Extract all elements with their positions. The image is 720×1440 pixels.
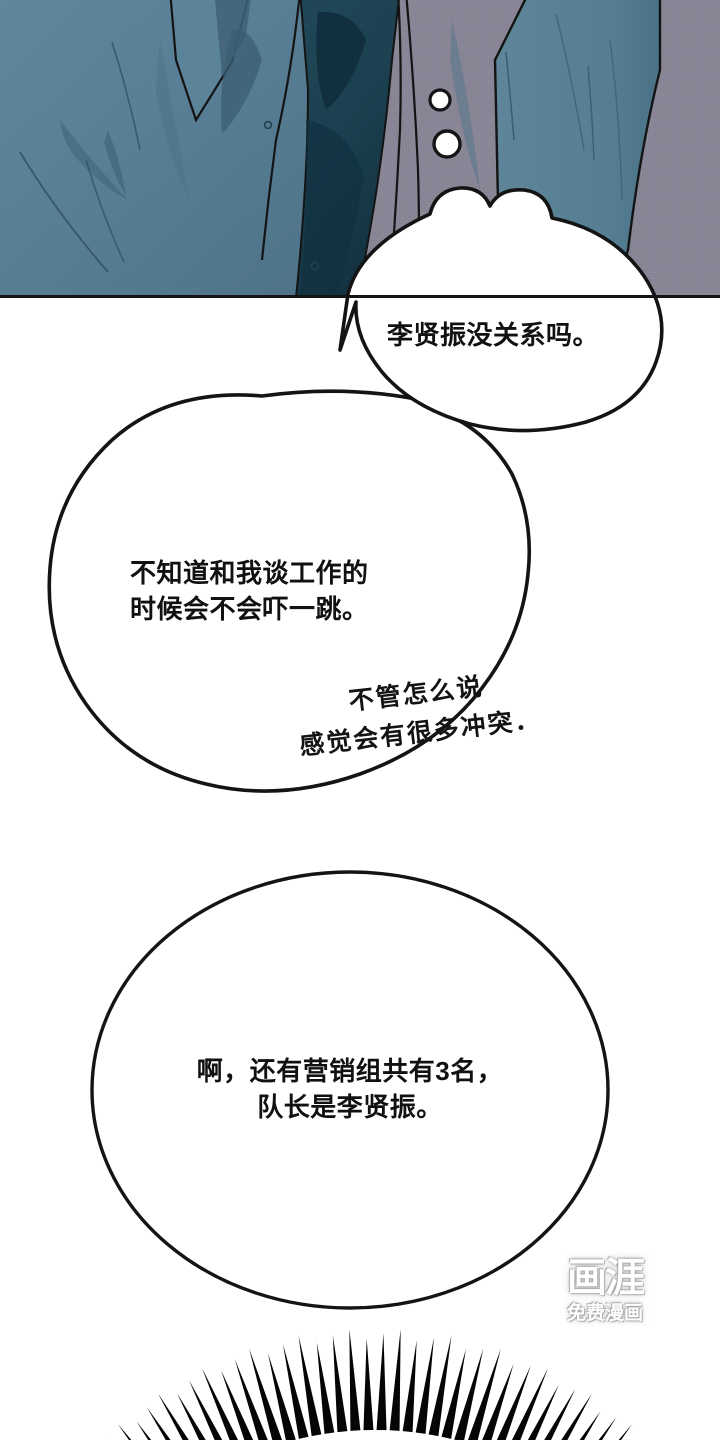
speech-bubble-1-shape	[338, 186, 664, 433]
emanata-spike	[267, 1353, 296, 1440]
emanata-spike	[389, 1330, 401, 1431]
speech-bubble-1-text: 李贤振没关系吗。	[386, 320, 599, 350]
emanata-spike	[454, 1348, 484, 1440]
inner-garment-shadow-2	[300, 120, 364, 298]
emanata-spikes	[108, 1330, 633, 1440]
speech-bubble-2-text: 不知道和我谈工作的 时候会不会吓一跳。	[130, 558, 369, 624]
emanata-spike	[201, 1368, 239, 1440]
shirt-button-1	[428, 88, 452, 112]
fold-shade-4	[221, 29, 262, 135]
panel-artwork	[0, 0, 720, 298]
emanata-spike	[511, 1368, 549, 1440]
speech-bubble-3-shape	[90, 870, 610, 1310]
speech-bubble-1	[300, 180, 680, 433]
emanata-spike	[316, 1342, 335, 1434]
comic-art-panel	[0, 0, 720, 298]
emanata-spike	[579, 1411, 601, 1440]
fold-line-2	[85, 159, 125, 263]
emanata-spike	[349, 1330, 361, 1431]
fold-shade-2	[104, 130, 126, 196]
emanata-spike	[189, 1380, 223, 1440]
fold-shade-3	[156, 40, 190, 200]
watermark-subtitle: 免费漫画	[566, 1302, 643, 1324]
emanata-spike	[298, 1335, 322, 1437]
shirt-button-2	[432, 129, 462, 159]
watermark-logo: 画涯	[567, 1255, 645, 1301]
site-watermark: 画涯 免费漫画	[540, 1258, 670, 1348]
emanata-spike	[376, 1333, 387, 1431]
emanata-spike	[428, 1335, 452, 1437]
shirt-button-small-2	[310, 261, 320, 271]
fold-line-4	[505, 51, 515, 141]
emanata-spike	[415, 1337, 434, 1434]
emanata-spike	[561, 1393, 593, 1440]
speech-bubble-3	[85, 865, 615, 1315]
fold-line-6	[555, 13, 585, 151]
emanata-spike	[117, 1424, 132, 1440]
emanata-spike	[282, 1344, 309, 1439]
emanata-spike	[441, 1348, 466, 1439]
shirt-left-body	[0, 0, 322, 298]
fold-shade-5	[450, 20, 480, 190]
emanata-spike	[363, 1338, 374, 1431]
fold-line-3	[19, 151, 109, 273]
fold-line-5	[587, 65, 595, 161]
emanata-spike	[332, 1335, 348, 1433]
fold-line-7	[609, 39, 623, 201]
inner-garment-shadow	[316, 11, 366, 110]
panel-bottom-border	[0, 295, 720, 298]
lapel-line	[260, 0, 301, 261]
emanata-spike	[402, 1340, 417, 1433]
emanata-spike	[496, 1365, 531, 1440]
shirt-button-small-1	[263, 120, 273, 130]
emanata-spike	[618, 1424, 633, 1440]
speech-bubble-3-text: 啊，还有营销组共有3名， 队长是李贤振。	[196, 1056, 504, 1122]
speech-bubble-2-shape	[47, 364, 532, 793]
fold-line-1	[111, 41, 141, 151]
radial-spike-emanata	[0, 1330, 720, 1440]
emanata-spike	[157, 1393, 189, 1440]
speech-bubble-2	[30, 364, 540, 800]
